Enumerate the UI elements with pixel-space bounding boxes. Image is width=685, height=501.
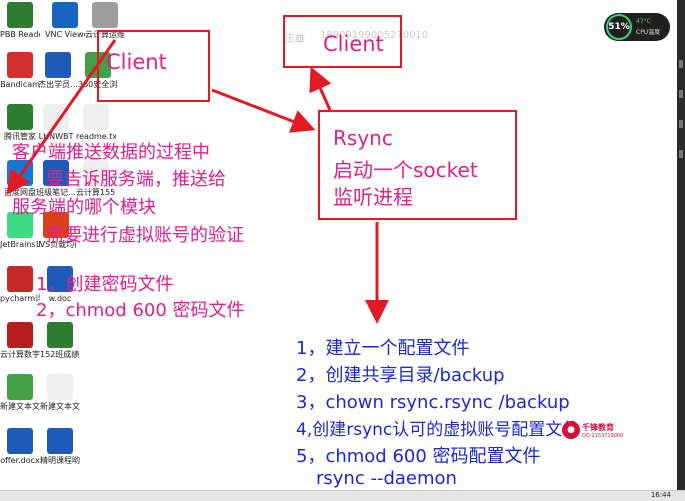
desktop-icon[interactable]: 新建文本文档.html [0,374,40,411]
desktop-file-icon [83,160,109,186]
arrow-client-to-rsync [211,88,316,133]
desktop-file-icon [7,104,33,130]
logo-qq: QQ:2153719000 [582,433,624,439]
desktop-icon[interactable]: 云计算运维... [85,2,125,39]
server-step-1: 1，建立一个配置文件 [296,338,470,359]
desktop-icon[interactable]: Bandicam [0,52,40,89]
desktop-file-icon [47,428,73,454]
desktop-icon-label: 云计算数字实战_Mr.chen... [0,350,40,359]
desktop-icon-label: 腾讯管家 [4,132,36,141]
desktop-file-icon [7,212,33,238]
desktop-icon-label: 新建文本文档.html [0,402,40,411]
server-step-5: 5，chmod 600 密码配置文件 [296,446,541,467]
toolbar-tick-icon [679,90,683,98]
desktop-file-icon [47,374,73,400]
desktop-file-icon [52,2,78,28]
cpu-temp-label: CPU温度 [636,29,661,36]
desktop-icon-label: PBB Reader [0,30,40,39]
desktop-file-icon [7,322,33,348]
server-step-6: rsync --daemon [316,468,457,489]
desktop-file-icon [7,374,33,400]
rsync-box [318,110,517,220]
desktop-icon-label: 新建文本文档.txt [40,402,80,411]
desktop-file-icon [43,160,69,186]
desktop-icon-label: offer.docx [0,456,40,465]
desktop-icon[interactable]: w.doc [40,266,80,303]
desktop-file-icon [7,52,33,78]
desktop-file-icon [83,104,109,130]
cpu-temp-widget[interactable]: 51% 47°C CPU温度 [604,13,670,41]
desktop-icon[interactable]: offer.docx [0,428,40,465]
cpu-temp-value: 47°C [636,18,651,25]
desktop-icon-label: LVS负载均衡服务.pptx [36,240,76,249]
toolbar-tick-icon [679,60,683,68]
desktop-file-icon [45,52,71,78]
desktop-icon-label: VNC Viewer [45,30,85,39]
client-right-label: Client [323,32,384,56]
desktop-icon[interactable]: readme.txt [76,104,116,141]
desktop-icon[interactable]: 新建文本文档.txt [40,374,80,411]
server-step-3: 3，chown rsync.rsync /backup [296,392,570,413]
desktop-icon-label: w.doc [48,294,72,303]
client-left-label: Client [106,50,167,74]
push-line-4: 需要进行虚拟账号的验证 [46,225,244,246]
desktop-icon[interactable]: VNC Viewer [45,2,85,39]
client-right-box [283,15,402,68]
cpu-usage-ring: 51% [606,14,632,40]
desktop-file-icon [7,2,33,28]
taskbar[interactable]: 16:44 [0,490,685,501]
push-line-1: 客户端推送数据的过程中 [12,142,210,163]
client-step-1: 1，创建密码文件 [36,274,174,295]
desktop-icon-label: 精明课程哟题.doc [40,456,80,465]
arrow-rsync-to-client-right [309,66,332,111]
desktop-icon-label: Bandicam [0,80,40,89]
rsync-line-1: Rsync [333,126,393,150]
faint-name-text: 王雄 [285,34,305,45]
logo-name: 千锋教育 [582,423,614,432]
right-toolbar-strip[interactable] [677,0,685,500]
rsync-line-2: 启动一个socket [333,158,478,182]
desktop-icon-label: LHNWBT [38,132,74,141]
watermark-logo: ● 千锋教育 QQ:2153719000 [562,418,654,444]
desktop-icon[interactable]: PBB Reader [0,2,40,39]
desktop-file-icon [47,322,73,348]
rsync-line-3: 监听进程 [333,185,413,209]
desktop-icon-label: pycharm详细教程.pdf [0,294,40,303]
desktop-file-icon [7,266,33,292]
push-line-3: 服务端的哪个模块 [12,197,156,218]
faint-number-text: 18909199005270010 [320,30,429,41]
server-step-4: 4,创建rsync认可的虚拟账号配置文件 [296,420,580,440]
logo-badge-icon: ● [562,421,580,439]
desktop-file-icon [7,428,33,454]
desktop-icon-label: 云计算运维... [85,30,125,39]
desktop-icon[interactable]: 精明课程哟题.doc [40,428,80,465]
desktop-icon[interactable]: 杰出学员... [38,52,78,89]
server-step-2: 2，创建共享目录/backup [296,365,505,386]
desktop-icon[interactable]: 云计算155... [76,160,116,197]
desktop-icon-label: 杰出学员... [38,80,78,89]
desktop-icon[interactable]: 152班成绩表-陈老师.xlsx [40,322,80,359]
desktop-icon-label: JetBrains PyChar... [0,240,40,249]
desktop-file-icon [92,2,118,28]
push-line-2: 要告诉服务端，推送给 [46,169,226,190]
toolbar-tick-icon [679,150,683,158]
desktop-icon-label: 班级笔记... [36,188,76,197]
desktop-file-icon [47,266,73,292]
arrow-client-to-desktop [6,39,117,195]
desktop-icon[interactable]: LVS负载均衡服务.pptx [36,212,76,249]
desktop-icon[interactable]: JetBrains PyChar... [0,212,40,249]
desktop-icon[interactable]: 班级笔记... [36,160,76,197]
desktop-icon-label: 152班成绩表-陈老师.xlsx [40,350,80,359]
desktop-icon-label: 云计算155... [76,188,116,197]
taskbar-clock: 16:44 [650,491,671,499]
client-step-2: 2，chmod 600 密码文件 [36,300,245,321]
desktop-file-icon [43,212,69,238]
desktop-icon[interactable]: 腾讯管家 [0,104,40,141]
desktop-icon-label: readme.txt [76,132,116,141]
desktop-icon[interactable]: 云计算数字实战_Mr.chen... [0,322,40,359]
toolbar-tick-icon [679,120,683,128]
desktop-icon[interactable]: pycharm详细教程.pdf [0,266,40,303]
